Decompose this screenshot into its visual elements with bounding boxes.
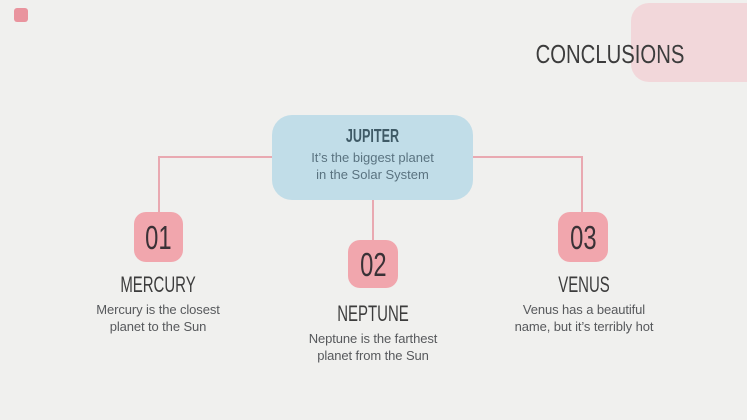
root-node-description: It’s the biggest planet in the Solar Sys… <box>272 150 473 183</box>
connector-line-right-vertical <box>581 156 583 212</box>
planet-block-venus: VENUS Venus has a beautiful name, but it… <box>489 274 679 335</box>
number-label: 02 <box>359 245 387 283</box>
planet-description-line: name, but it’s terribly hot <box>514 319 654 334</box>
planet-description: Neptune is the farthest planet from the … <box>278 330 468 364</box>
number-box-01: 01 <box>134 212 183 262</box>
planet-description-line: Mercury is the closest <box>96 302 220 317</box>
title-accent-shape <box>631 3 747 82</box>
root-node-jupiter: JUPITER It’s the biggest planet in the S… <box>272 115 473 200</box>
planet-title: NEPTUNE <box>337 301 409 326</box>
planet-title: MERCURY <box>120 272 196 297</box>
number-label: 01 <box>145 218 172 256</box>
planet-description-line: Venus has a beautiful <box>522 302 646 317</box>
connector-line-left-vertical <box>158 156 160 212</box>
planet-title: VENUS <box>558 272 610 297</box>
planet-description-line: Neptune is the farthest <box>308 331 438 346</box>
planet-description-line: planet to the Sun <box>109 319 207 334</box>
planet-description: Mercury is the closest planet to the Sun <box>63 301 253 335</box>
slide-title: CONCLUSIONS <box>535 39 685 69</box>
planet-block-neptune: NEPTUNE Neptune is the farthest planet f… <box>278 303 468 364</box>
number-box-02: 02 <box>348 240 398 288</box>
planet-block-mercury: MERCURY Mercury is the closest planet to… <box>63 274 253 335</box>
planet-description-line: planet from the Sun <box>317 348 429 363</box>
connector-line-right-horizontal <box>473 156 583 158</box>
corner-accent-square <box>14 8 28 22</box>
root-description-line: It’s the biggest planet <box>311 150 434 165</box>
number-box-03: 03 <box>558 212 608 262</box>
root-description-line: in the Solar System <box>316 166 429 182</box>
planet-description: Venus has a beautiful name, but it’s ter… <box>489 301 679 335</box>
connector-line-middle-vertical <box>372 199 374 240</box>
root-node-title: JUPITER <box>345 125 400 146</box>
number-label: 03 <box>569 218 597 256</box>
connector-line-left-horizontal <box>158 156 272 158</box>
